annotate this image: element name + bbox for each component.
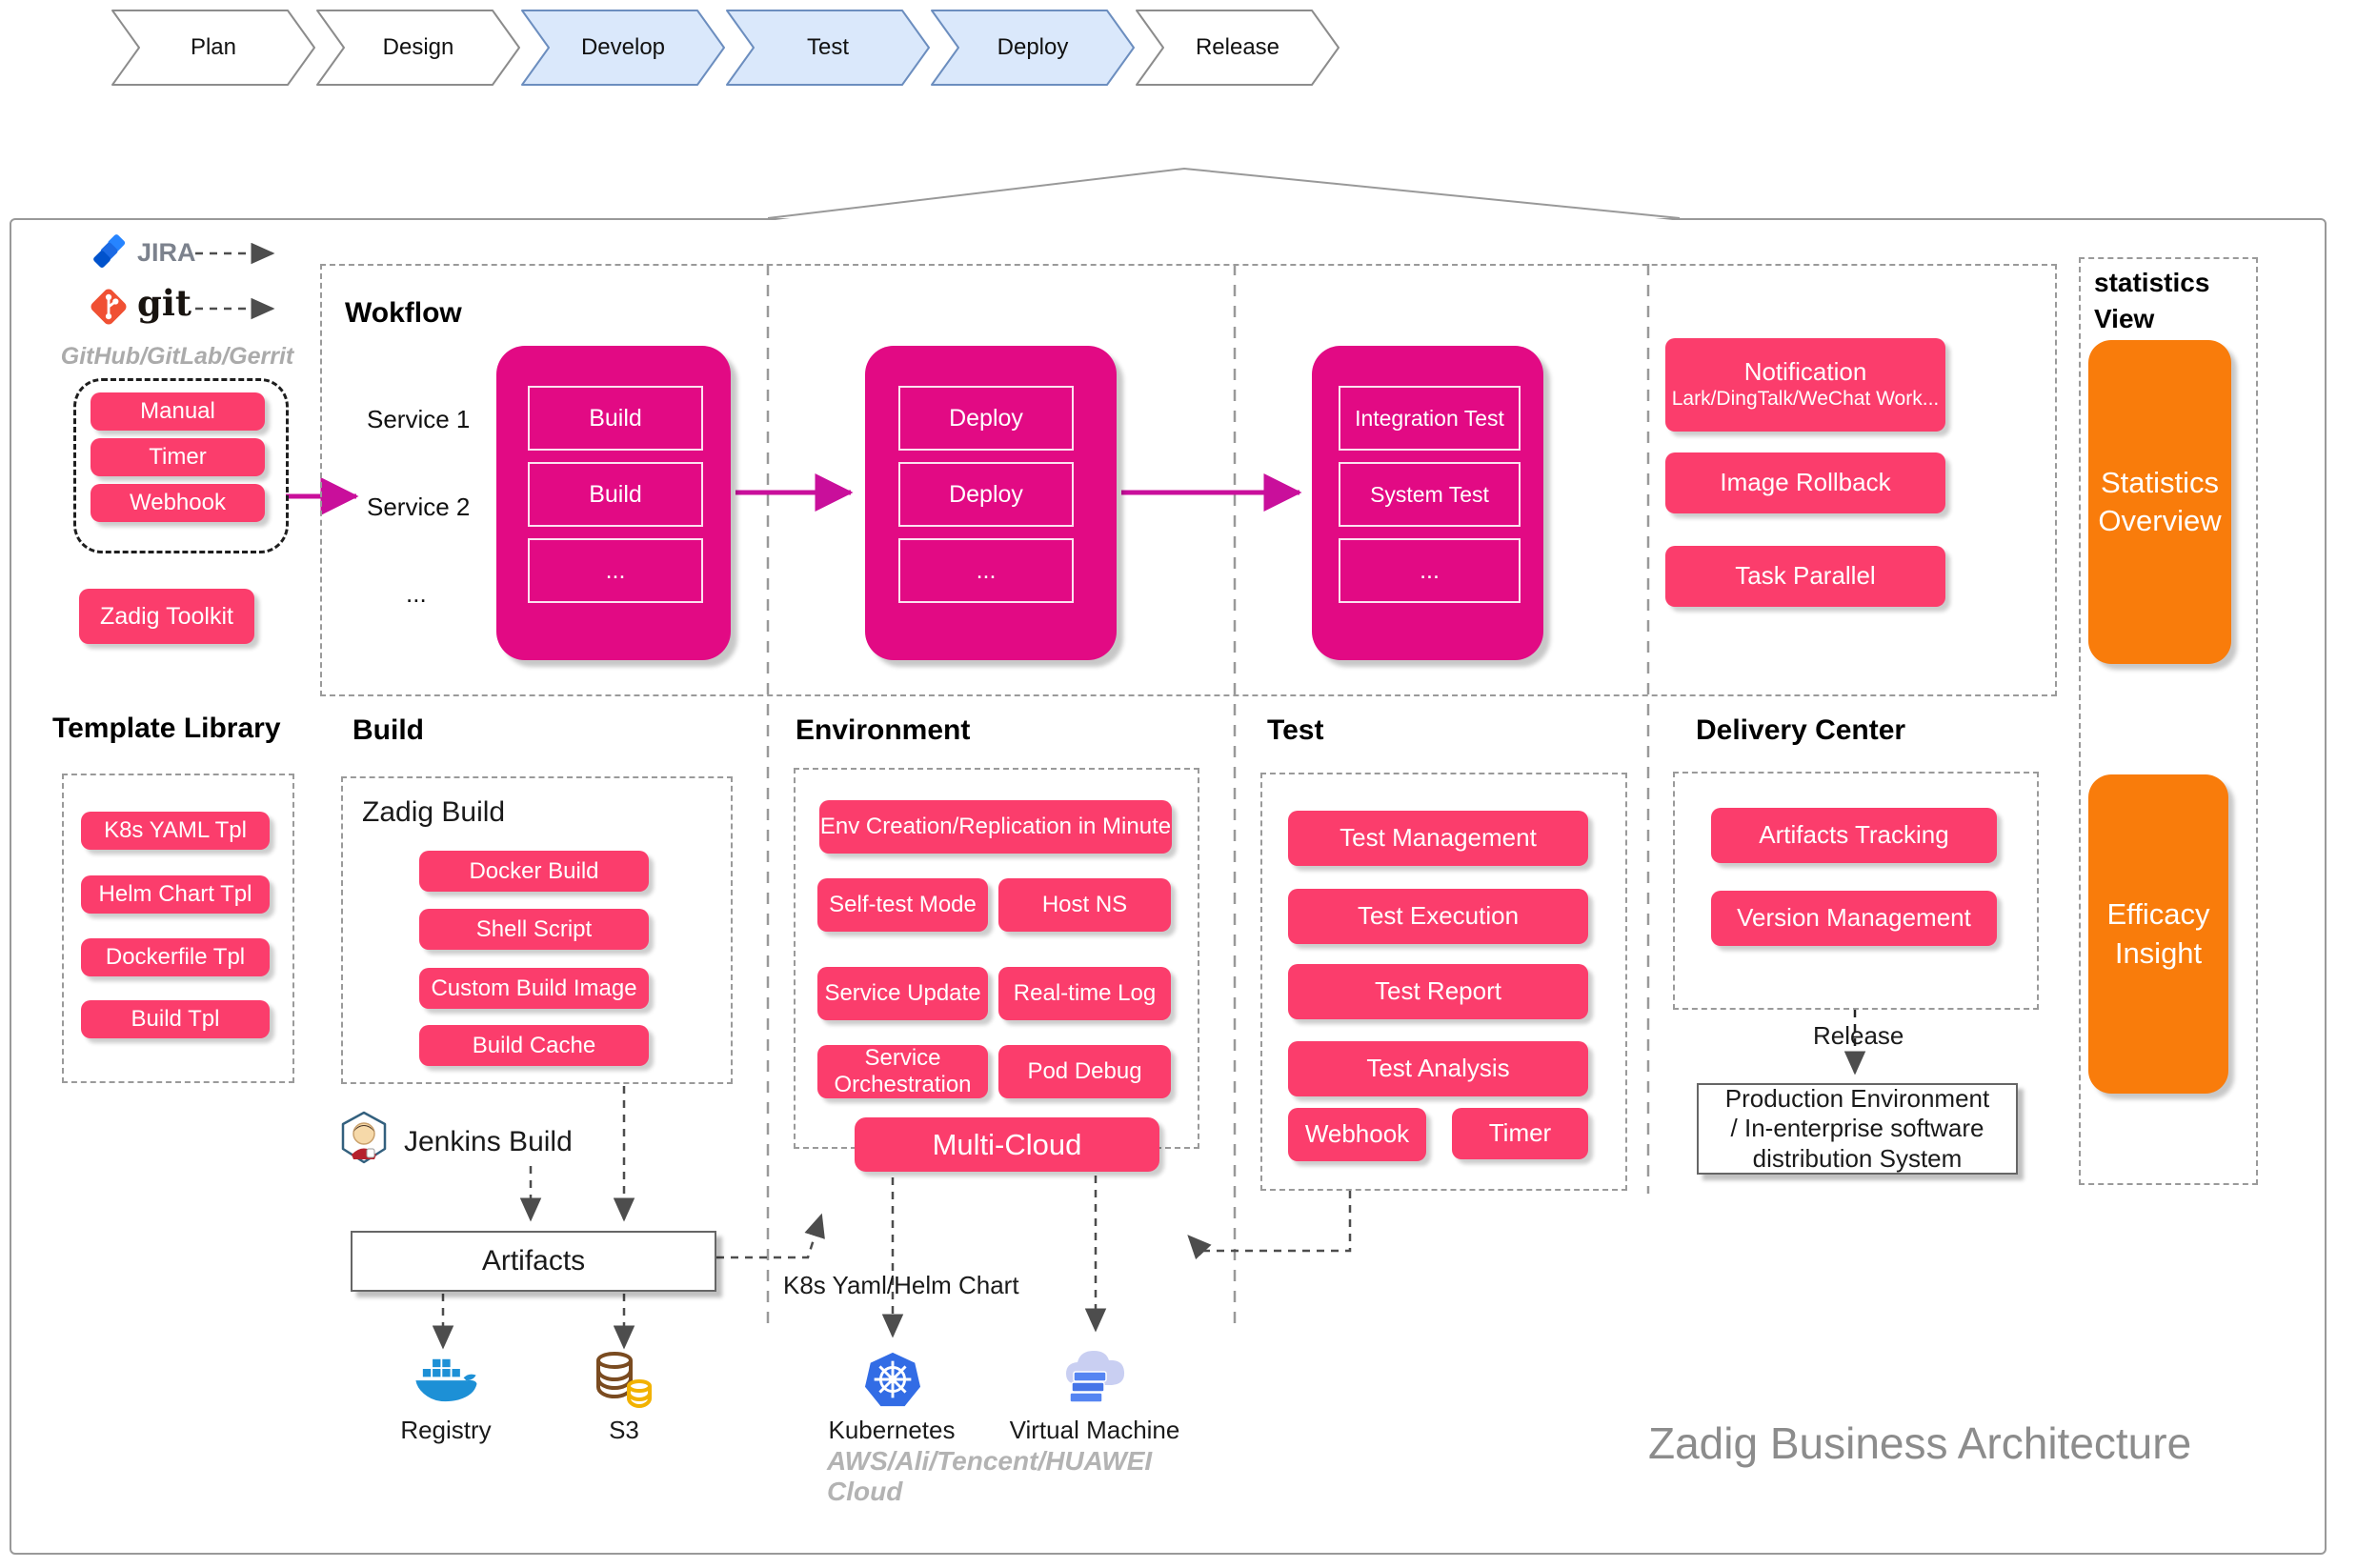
workflow-group-test: Integration Test System Test ... — [1312, 346, 1543, 660]
image-rollback-button: Image Rollback — [1665, 452, 1945, 513]
env-item: Service Orchestration — [817, 1045, 988, 1098]
zadig-toolkit-button: Zadig Toolkit — [79, 589, 254, 644]
workflow-step: Deploy — [898, 386, 1074, 451]
delivery-item: Artifacts Tracking — [1711, 808, 1997, 863]
workflow-title: Wokflow — [345, 297, 462, 329]
notification-button: Notification Lark/DingTalk/WeChat Work..… — [1665, 338, 1945, 432]
efficacy-insight-card: Efficacy Insight — [2088, 774, 2228, 1094]
notification-title: Notification — [1743, 357, 1867, 387]
delivery-item: Version Management — [1711, 891, 1997, 946]
env-item: Service Update — [817, 967, 988, 1020]
template-item: Build Tpl — [81, 1000, 270, 1038]
stage-chevron-test — [724, 8, 932, 88]
build-section-title: Build — [353, 714, 424, 746]
test-item: Test Management — [1288, 811, 1588, 866]
stage-label-deploy: Deploy — [997, 34, 1069, 60]
diagram-title: Zadig Business Architecture — [1648, 1418, 2192, 1468]
workflow-step: Build — [528, 462, 703, 527]
template-library-title: Template Library — [52, 713, 281, 744]
statistics-view-title: statistics View — [2094, 268, 2210, 333]
zadig-build-title: Zadig Build — [362, 796, 506, 828]
stage-chevron-deploy — [929, 8, 1137, 88]
env-item: Real-time Log — [998, 967, 1171, 1020]
trigger-group-box — [73, 378, 289, 553]
multi-cloud-button: Multi-Cloud — [855, 1117, 1159, 1172]
env-item: Pod Debug — [998, 1045, 1171, 1098]
workflow-step: ... — [1339, 538, 1521, 603]
template-library-box — [62, 774, 294, 1083]
test-item: Test Report — [1288, 964, 1588, 1019]
test-box — [1260, 773, 1627, 1191]
template-item: Dockerfile Tpl — [81, 938, 270, 976]
stage-label-design: Design — [382, 34, 454, 60]
jira-label: JIRA — [137, 238, 196, 267]
test-webhook-button: Webhook — [1288, 1108, 1426, 1161]
service-more-label: ... — [406, 579, 427, 608]
stage-chevron-design — [314, 8, 522, 88]
stage-label-develop: Develop — [580, 34, 666, 60]
cloud-providers-note: AWS/Ali/Tencent/HUAWEI Cloud — [827, 1446, 1153, 1506]
env-item-wide: Env Creation/Replication in Minute — [819, 800, 1172, 854]
trigger-webhook: Webhook — [91, 484, 265, 522]
workflow-step: Deploy — [898, 462, 1074, 527]
environment-section-title: Environment — [796, 714, 971, 746]
stage-chevron-release — [1134, 8, 1341, 88]
trigger-timer: Timer — [91, 438, 265, 476]
s3-label: S3 — [609, 1416, 639, 1444]
release-label: Release — [1813, 1021, 1904, 1050]
build-item: Docker Build — [419, 851, 649, 892]
test-section-title: Test — [1267, 714, 1324, 746]
template-item: Helm Chart Tpl — [81, 875, 270, 914]
delivery-center-title: Delivery Center — [1696, 714, 1906, 746]
workflow-step: System Test — [1339, 462, 1521, 527]
stage-chevron-plan — [110, 8, 317, 88]
statistics-overview-card: Statistics Overview — [2088, 340, 2231, 664]
jenkins-icon — [339, 1111, 389, 1164]
jira-icon — [93, 234, 130, 271]
delivery-center-box — [1673, 772, 2039, 1010]
kubernetes-icon — [863, 1351, 922, 1408]
virtual-machine-icon — [1060, 1347, 1129, 1408]
test-item: Test Analysis — [1288, 1041, 1588, 1096]
trigger-manual: Manual — [91, 392, 265, 431]
jenkins-build-label: Jenkins Build — [404, 1126, 573, 1157]
workflow-step: Build — [528, 386, 703, 451]
zadig-build-box — [341, 776, 733, 1084]
stage-label-test: Test — [806, 34, 849, 60]
statistics-view-box — [2079, 257, 2258, 1185]
workflow-step: Integration Test — [1339, 386, 1521, 451]
test-item: Test Execution — [1288, 889, 1588, 944]
git-label: git — [137, 282, 192, 324]
workflow-group-deploy: Deploy Deploy ... — [865, 346, 1117, 660]
task-parallel-button: Task Parallel — [1665, 546, 1945, 607]
workflow-step: ... — [898, 538, 1074, 603]
workflow-group-build: Build Build ... — [496, 346, 731, 660]
production-environment-box: Production Environment / In-enterprise s… — [1697, 1083, 2018, 1175]
test-timer-button: Timer — [1452, 1108, 1588, 1159]
env-item: Self-test Mode — [817, 878, 988, 932]
stage-label-release: Release — [1195, 34, 1280, 60]
stage-label-plan: Plan — [190, 34, 237, 60]
template-item: K8s YAML Tpl — [81, 812, 270, 850]
build-item: Shell Script — [419, 909, 649, 950]
kubernetes-label: Kubernetes — [828, 1416, 956, 1444]
service-2-label: Service 2 — [367, 493, 471, 521]
service-1-label: Service 1 — [367, 405, 471, 433]
registry-label: Registry — [400, 1416, 492, 1444]
s3-icon — [593, 1351, 655, 1410]
notification-subtitle: Lark/DingTalk/WeChat Work... — [1671, 388, 1940, 411]
workflow-step: ... — [528, 538, 703, 603]
k8s-yaml-helm-note: K8s Yaml/Helm Chart — [783, 1271, 1019, 1299]
env-item: Host NS — [998, 878, 1171, 932]
build-item: Build Cache — [419, 1025, 649, 1066]
artifacts-box: Artifacts — [351, 1231, 716, 1292]
git-icon — [88, 286, 130, 328]
stage-chevron-develop — [519, 8, 727, 88]
virtual-machine-label: Virtual Machine — [1009, 1416, 1180, 1444]
build-item: Custom Build Image — [419, 968, 649, 1009]
git-providers-note: GitHub/GitLab/Gerrit — [60, 343, 294, 370]
docker-registry-icon — [410, 1357, 482, 1406]
